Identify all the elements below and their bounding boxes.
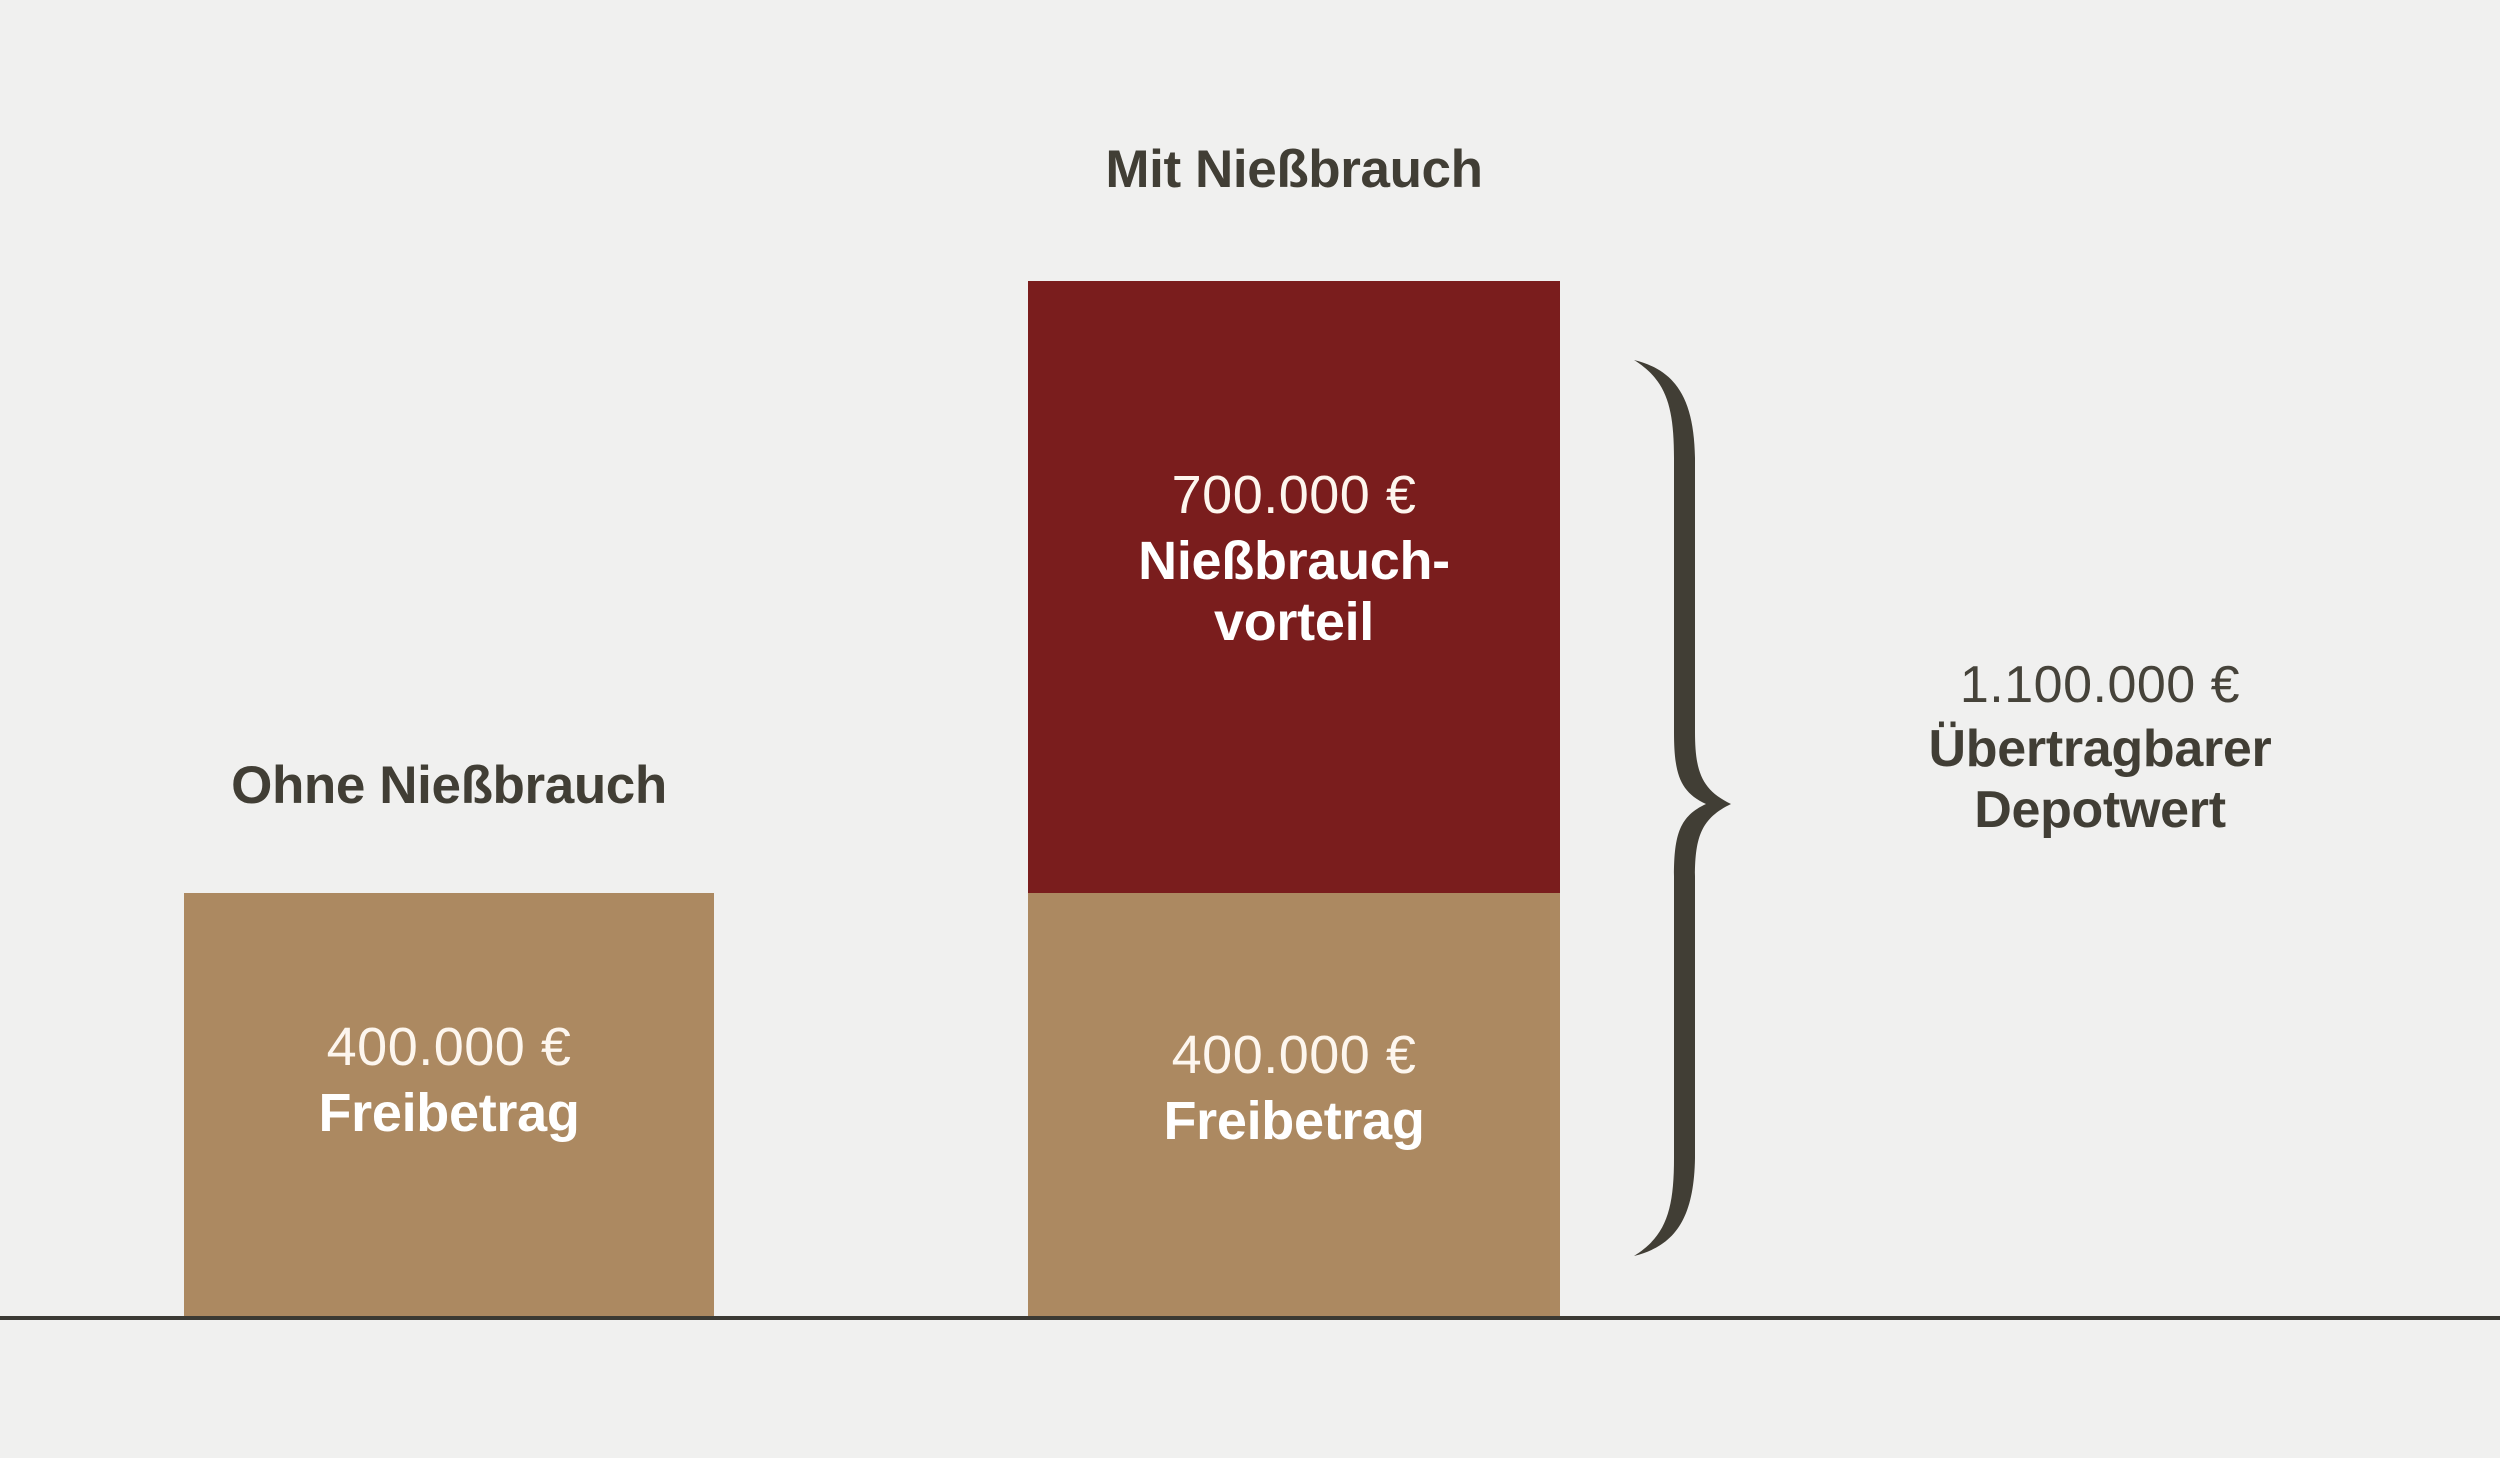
total-caption-line1: Übertragbarer bbox=[1928, 720, 2272, 779]
group-title-ohne-niessbrauch: Ohne Nießbrauch bbox=[231, 756, 667, 815]
group-title-mit-niessbrauch: Mit Nießbrauch bbox=[1105, 140, 1483, 199]
total-annotation: 1.100.000 € Übertragbarer Depotwert bbox=[1800, 655, 2400, 840]
bar-ohne-niessbrauch-freibetrag bbox=[184, 893, 714, 1318]
bar-mit-niessbrauch-freibetrag bbox=[1028, 893, 1560, 1318]
baseline-axis bbox=[0, 1316, 2500, 1320]
curly-brace-icon bbox=[1628, 352, 1738, 1264]
total-amount: 1.100.000 € bbox=[1959, 656, 2241, 714]
total-caption-line2: Depotwert bbox=[1974, 780, 2226, 839]
bar-mit-niessbrauch-vorteil bbox=[1028, 281, 1560, 893]
